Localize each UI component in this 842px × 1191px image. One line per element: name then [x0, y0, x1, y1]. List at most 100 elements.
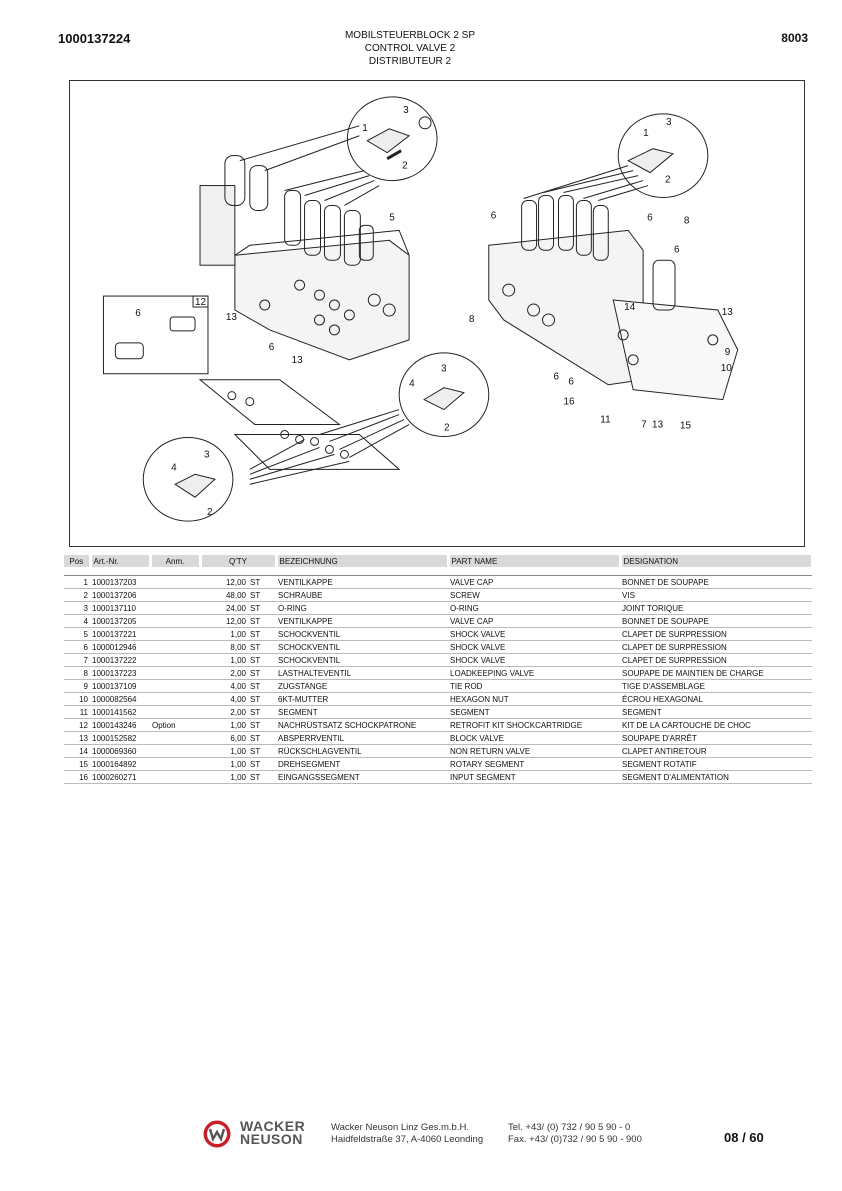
- cell-unit: ST: [248, 601, 277, 615]
- cell-bezeichnung: DREHSEGMENT: [276, 757, 449, 771]
- cell-art-nr: 1000152582: [90, 731, 150, 745]
- cell-qty: 1,00: [200, 744, 248, 758]
- cell-bezeichnung: EINGANGSSEGMENT: [276, 770, 449, 784]
- cell-qty: 4,00: [200, 679, 248, 693]
- cell-anm: [150, 575, 200, 589]
- cell-designation: SEGMENT D'ALIMENTATION: [620, 770, 813, 784]
- title-english: CONTROL VALVE 2: [364, 43, 456, 54]
- cell-bezeichnung: O-RING: [276, 601, 449, 615]
- cell-part-name: SHOCK VALVE: [448, 640, 621, 654]
- cell-anm: [150, 705, 200, 719]
- cell-bezeichnung: LASTHALTEVENTIL: [276, 666, 449, 680]
- cell-bezeichnung: VENTILKAPPE: [276, 614, 449, 628]
- cell-unit: ST: [248, 705, 277, 719]
- cell-art-nr: 1000143246: [90, 718, 150, 732]
- cell-part-name: VALVE CAP: [448, 614, 621, 628]
- cell-qty: 1,00: [200, 757, 248, 771]
- cell-bezeichnung: SEGMENT: [276, 705, 449, 719]
- cell-designation: CLAPET DE SURPRESSION: [620, 627, 813, 641]
- svg-text:8: 8: [469, 314, 475, 325]
- svg-text:16: 16: [563, 397, 575, 408]
- contact-numbers: Tel. +43/ (0) 732 / 90 5 90 - 0 Fax. +43…: [508, 1122, 642, 1145]
- cell-qty: 12,00: [200, 614, 248, 628]
- svg-text:3: 3: [403, 105, 409, 116]
- svg-text:13: 13: [722, 307, 734, 318]
- title-german: MOBILSTEUERBLOCK 2 SP: [344, 30, 476, 41]
- svg-text:1: 1: [362, 123, 368, 134]
- svg-text:6: 6: [135, 308, 141, 319]
- svg-text:6: 6: [568, 377, 574, 388]
- cell-pos: 15: [64, 757, 90, 771]
- cell-pos: 4: [64, 614, 90, 628]
- svg-text:1: 1: [643, 128, 649, 139]
- cell-pos: 14: [64, 744, 90, 758]
- cell-bezeichnung: VENTILKAPPE: [276, 575, 449, 589]
- cell-qty: 24,00: [200, 601, 248, 615]
- cell-pos: 7: [64, 653, 90, 667]
- cell-unit: ST: [248, 744, 277, 758]
- cell-qty: 48,00: [200, 588, 248, 602]
- cell-part-name: SHOCK VALVE: [448, 653, 621, 667]
- cell-qty: 2,00: [200, 705, 248, 719]
- cell-qty: 4,00: [200, 692, 248, 706]
- cell-art-nr: 1000137203: [90, 575, 150, 589]
- wacker-neuson-logo-icon: [203, 1120, 231, 1148]
- cell-art-nr: 1000137221: [90, 627, 150, 641]
- cell-art-nr: 1000164892: [90, 757, 150, 771]
- cell-designation: SEGMENT ROTATIF: [620, 757, 813, 771]
- cell-bezeichnung: NACHRÜSTSATZ SCHOCKPATRONE: [276, 718, 449, 732]
- cell-pos: 2: [64, 588, 90, 602]
- cell-designation: CLAPET ANTIRETOUR: [620, 744, 813, 758]
- cell-part-name: O-RING: [448, 601, 621, 615]
- cell-designation: TIGE D'ASSEMBLAGE: [620, 679, 813, 693]
- cell-part-name: SHOCK VALVE: [448, 627, 621, 641]
- cell-bezeichnung: RÜCKSCHLAGVENTIL: [276, 744, 449, 758]
- svg-text:6: 6: [269, 342, 275, 353]
- svg-text:10: 10: [721, 363, 733, 374]
- svg-text:6: 6: [674, 244, 680, 255]
- cell-art-nr: 1000137110: [90, 601, 150, 615]
- svg-text:2: 2: [402, 161, 408, 172]
- svg-text:15: 15: [680, 421, 692, 432]
- logo-wordmark: WACKER NEUSON: [240, 1118, 306, 1147]
- cell-anm: Option: [150, 718, 200, 732]
- header-anm: Anm.: [150, 555, 202, 567]
- cell-art-nr: 1000260271: [90, 770, 150, 784]
- header-part-name: PART NAME: [448, 555, 622, 567]
- cell-art-nr: 1000137206: [90, 588, 150, 602]
- cell-anm: [150, 731, 200, 745]
- cell-art-nr: 1000082564: [90, 692, 150, 706]
- cell-pos: 5: [64, 627, 90, 641]
- cell-art-nr: 1000141562: [90, 705, 150, 719]
- svg-text:6: 6: [491, 210, 497, 221]
- cell-unit: ST: [248, 692, 277, 706]
- svg-text:11: 11: [600, 415, 611, 426]
- cell-part-name: BLOCK VALVE: [448, 731, 621, 745]
- cell-pos: 12: [64, 718, 90, 732]
- company-address: Wacker Neuson Linz Ges.m.b.H. Haidfeldst…: [331, 1122, 484, 1145]
- svg-text:2: 2: [444, 422, 450, 433]
- cell-art-nr: 1000137205: [90, 614, 150, 628]
- cell-qty: 1,00: [200, 770, 248, 784]
- table-header-row: Pos Art.-Nr. Anm. Q'TY BEZEICHNUNG PART …: [64, 555, 814, 567]
- cell-anm: [150, 627, 200, 641]
- cell-bezeichnung: SCHOCKVENTIL: [276, 627, 449, 641]
- document-title: MOBILSTEUERBLOCK 2 SP CONTROL VALVE 2 DI…: [300, 29, 520, 68]
- cell-anm: [150, 679, 200, 693]
- cell-pos: 3: [64, 601, 90, 615]
- detail-circle-valve-cap: [239, 96, 438, 206]
- cell-anm: [150, 588, 200, 602]
- svg-text:2: 2: [207, 507, 213, 518]
